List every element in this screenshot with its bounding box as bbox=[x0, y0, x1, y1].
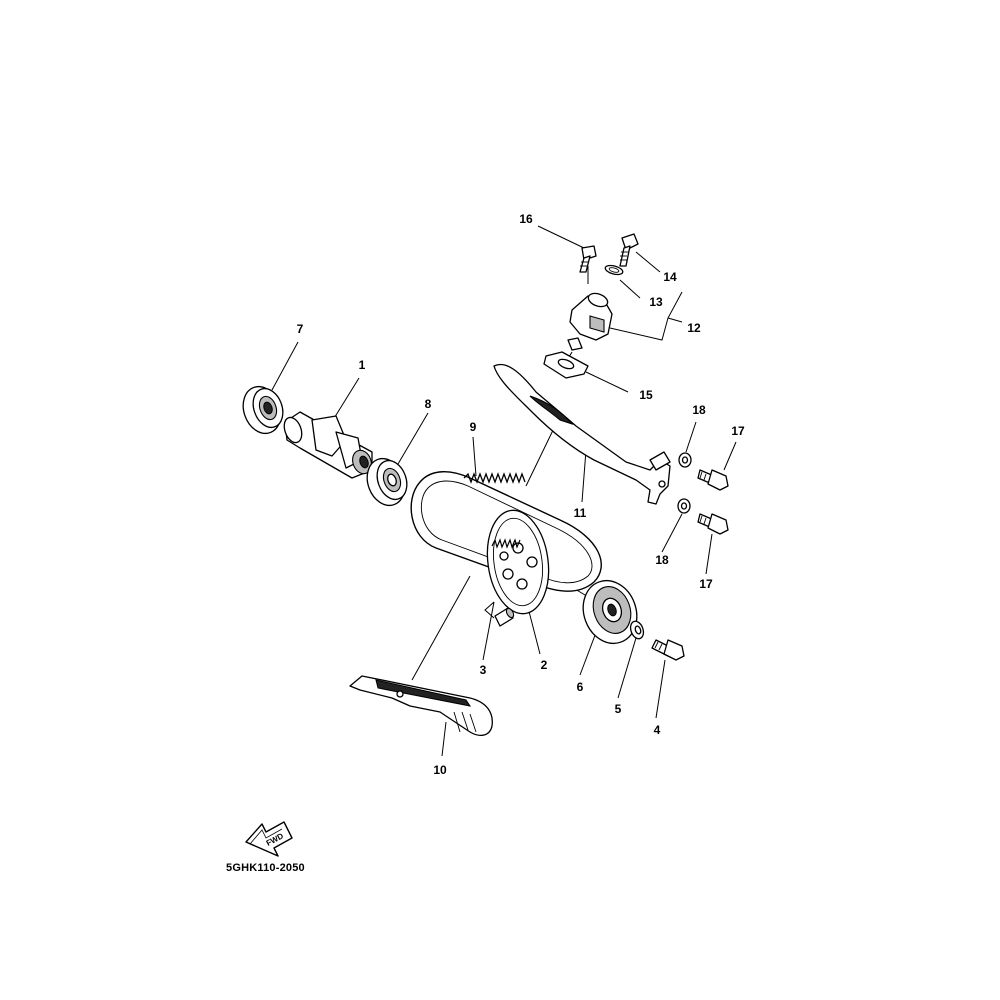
callout-16: 16 bbox=[519, 212, 533, 226]
callout-18-lower: 18 bbox=[655, 553, 669, 567]
bolt-part-14 bbox=[619, 233, 639, 267]
callout-4: 4 bbox=[654, 723, 661, 737]
callout-15: 15 bbox=[639, 388, 653, 402]
callout-labels: 1 2 3 4 5 6 7 8 9 10 11 12 13 14 15 16 1… bbox=[297, 212, 745, 777]
guide-guide-10 bbox=[411, 575, 471, 681]
leader-15 bbox=[585, 371, 629, 393]
leader-5 bbox=[617, 637, 637, 699]
chain-guide-part-11 bbox=[493, 363, 671, 505]
bolt-part-4 bbox=[651, 639, 685, 661]
forward-direction-arrow-icon: FWD bbox=[245, 821, 293, 857]
callout-14: 14 bbox=[663, 270, 677, 284]
washer-part-18-upper bbox=[678, 452, 692, 468]
leader-17a bbox=[723, 441, 737, 471]
leader-17b bbox=[705, 533, 713, 575]
gasket-part-15 bbox=[543, 351, 589, 379]
leader-4 bbox=[655, 659, 666, 719]
camshaft-part-1 bbox=[283, 411, 373, 479]
plate-part-6 bbox=[582, 579, 638, 645]
leader-1 bbox=[332, 377, 360, 421]
chain-guide-part-10 bbox=[349, 675, 493, 737]
callout-5: 5 bbox=[615, 702, 622, 716]
drawing-code: 5GHK110-2050 bbox=[226, 862, 305, 874]
tensioner-part-12 bbox=[567, 292, 613, 351]
callout-9: 9 bbox=[470, 420, 477, 434]
callout-2: 2 bbox=[541, 658, 548, 672]
leader-12 bbox=[609, 291, 683, 341]
leader-12-tail bbox=[667, 317, 683, 323]
callout-17-upper: 17 bbox=[731, 424, 745, 438]
spring-part-9 bbox=[463, 472, 526, 549]
leader-13 bbox=[619, 279, 641, 299]
callout-11: 11 bbox=[574, 506, 587, 520]
callout-1: 1 bbox=[359, 358, 366, 372]
washer-part-5 bbox=[629, 620, 645, 640]
leader-18a bbox=[685, 421, 697, 453]
callout-18-upper: 18 bbox=[692, 403, 706, 417]
leader-3-kink bbox=[484, 601, 495, 619]
bearing-part-8 bbox=[366, 457, 408, 507]
callout-8: 8 bbox=[425, 397, 432, 411]
callout-7: 7 bbox=[297, 322, 304, 336]
leader-11 bbox=[581, 449, 587, 503]
leader-7 bbox=[271, 341, 299, 391]
bearing-part-7 bbox=[242, 385, 284, 435]
dowel-pin-part-3 bbox=[494, 607, 515, 627]
leader-18b bbox=[661, 513, 683, 553]
leader-14 bbox=[635, 251, 661, 273]
leader-9 bbox=[472, 436, 477, 477]
callout-17-lower: 17 bbox=[699, 577, 713, 591]
gasket-part-13 bbox=[604, 264, 624, 276]
leader-lines bbox=[271, 225, 737, 757]
callout-6: 6 bbox=[577, 680, 584, 694]
callout-13: 13 bbox=[649, 295, 663, 309]
leader-16 bbox=[537, 225, 585, 249]
callout-12: 12 bbox=[687, 321, 701, 335]
washer-part-18-lower bbox=[677, 498, 691, 514]
bolt-part-17-upper bbox=[697, 469, 729, 491]
leader-10 bbox=[441, 721, 447, 757]
bolt-part-16 bbox=[579, 245, 597, 273]
guide-guide-11 bbox=[525, 423, 557, 487]
bolt-part-17-lower bbox=[697, 513, 729, 535]
cam-sprocket-part-2 bbox=[486, 509, 550, 615]
callout-10: 10 bbox=[433, 763, 447, 777]
leader-3 bbox=[482, 601, 495, 661]
callout-3: 3 bbox=[480, 663, 487, 677]
leader-8 bbox=[397, 412, 429, 465]
